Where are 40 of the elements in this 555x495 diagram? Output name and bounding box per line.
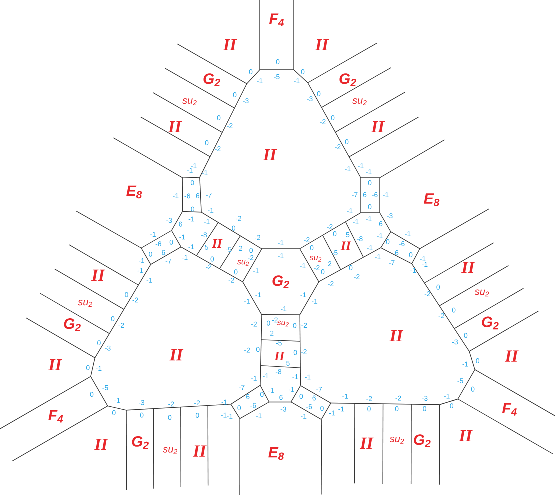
- region-label: su$_{2}$: [390, 436, 404, 444]
- region-label: II: [168, 121, 182, 133]
- region-label: II: [223, 39, 238, 51]
- region-label: su$_{2}$: [277, 320, 289, 327]
- region-label: E$_{8}$: [424, 194, 440, 206]
- region-label: su$_{2}$: [352, 98, 367, 106]
- region-label: II: [263, 149, 278, 161]
- region-label: E$_{8}$: [268, 447, 284, 460]
- region-label: II: [48, 359, 62, 371]
- region-label: G$_{2}$: [340, 74, 356, 86]
- region-label: G$_{2}$: [64, 318, 81, 332]
- region-label: F$_{4}$: [270, 14, 284, 26]
- region-label: G$_{2}$: [272, 276, 290, 288]
- region-label: F$_{4}$: [502, 403, 517, 416]
- region-label: II: [94, 439, 108, 450]
- region-label: II: [212, 239, 223, 248]
- region-label: II: [360, 438, 374, 450]
- region-label: II: [170, 349, 184, 361]
- region-label: su$_{2}$: [237, 260, 250, 266]
- region-label: II: [504, 350, 519, 362]
- region-label: II: [371, 121, 386, 133]
- region-label: II: [91, 270, 106, 282]
- region-label: II: [461, 262, 476, 274]
- region-label: II: [274, 352, 286, 361]
- region-label: G$_{2}$: [482, 316, 499, 330]
- region-label: II: [390, 330, 404, 342]
- region-label: G$_{2}$: [204, 74, 220, 86]
- region-label: II: [315, 39, 330, 51]
- region-label: su$_{2}$: [474, 290, 490, 297]
- region-label: II: [192, 446, 207, 457]
- region-label: II: [340, 242, 352, 250]
- region-label: II: [458, 430, 473, 442]
- region-label: F$_{4}$: [48, 410, 64, 423]
- region-label: E$_{8}$: [126, 186, 142, 199]
- region-label: su$_{2}$: [182, 98, 197, 106]
- region-label: su$_{2}$: [78, 300, 92, 307]
- region-label: G$_{2}$: [132, 436, 149, 450]
- region-label: su$_{2}$: [163, 447, 178, 454]
- region-label: su$_{2}$: [310, 256, 322, 262]
- region-label: G$_{2}$: [414, 434, 431, 448]
